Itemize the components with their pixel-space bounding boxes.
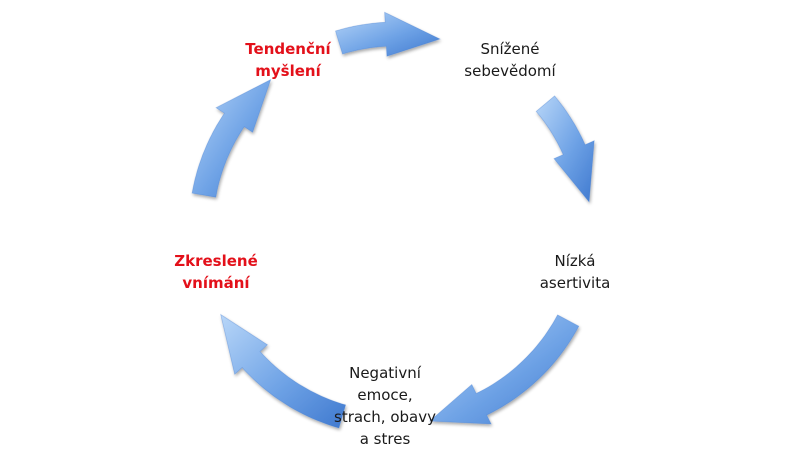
node-zkreslene-vnimani: Zkreslené vnímání [154, 250, 278, 294]
arrow-nizka-to-negativni [428, 314, 580, 425]
arrow-negativni-to-zkreslene [220, 313, 347, 429]
node-tendencni-mysleni: Tendenční myšlení [226, 38, 350, 82]
node-label-line: Zkreslené [174, 252, 258, 270]
node-label-line: vnímání [182, 274, 250, 292]
node-snizene-sebevedomi: Snížené sebevědomí [448, 38, 572, 82]
node-label-line: strach, obavy [334, 408, 436, 426]
node-label-line: Nízká [554, 252, 596, 270]
arrow-snizene-to-nizka [535, 95, 595, 203]
node-label-line: a stres [359, 430, 411, 448]
node-label-line: Snížené [480, 40, 540, 58]
node-label-line: Negativní [349, 364, 421, 382]
arrow-zkreslene-to-tendencni [191, 78, 272, 198]
node-label-line: sebevědomí [464, 62, 556, 80]
node-label-line: emoce, [357, 386, 413, 404]
node-label-line: Tendenční [245, 40, 331, 58]
node-nizka-asertivita: Nízká asertivita [513, 250, 637, 294]
node-label-line: asertivita [539, 274, 611, 292]
node-label-line: myšlení [255, 62, 321, 80]
arrow-tendencni-to-snizene [335, 11, 441, 57]
node-negativni-emoce: Negativní emoce, strach, obavy a stres [323, 362, 447, 450]
